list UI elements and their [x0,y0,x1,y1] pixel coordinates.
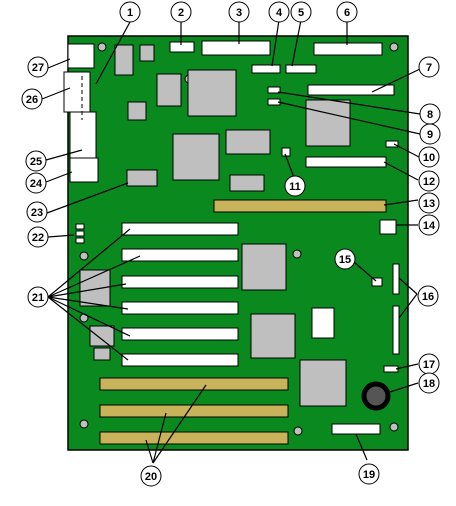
pci-slots [121,222,239,367]
leader-lines [41,19,421,464]
svg-text:10: 10 [423,152,435,164]
callout-15: 15 [334,248,356,270]
svg-text:7: 7 [426,62,432,74]
svg-text:16: 16 [422,291,434,303]
callout-13: 13 [418,192,440,214]
svg-text:4: 4 [276,7,283,19]
callout-23: 23 [26,201,48,223]
callout-17: 17 [418,353,440,375]
isa-slots [99,377,289,445]
svg-text:9: 9 [427,129,433,141]
callout-26: 26 [21,88,43,110]
svg-text:17: 17 [423,359,435,371]
vertical-connectors [392,263,400,355]
svg-text:6: 6 [344,7,350,19]
svg-text:19: 19 [363,469,375,481]
callout-7: 7 [418,56,440,78]
svg-text:3: 3 [236,7,242,19]
callout-10: 10 [418,146,440,168]
callout-27: 27 [27,56,49,78]
svg-text:27: 27 [32,62,44,74]
svg-text:25: 25 [30,156,42,168]
svg-text:13: 13 [423,198,435,210]
callout-11: 11 [284,175,306,197]
svg-text:8: 8 [427,109,433,121]
callout-5: 5 [290,1,312,23]
callout-19: 19 [358,463,380,485]
callout-9: 9 [419,123,441,145]
mounting-holes [79,42,399,436]
callout-16: 16 [417,285,439,307]
callout-24: 24 [25,172,47,194]
svg-text:20: 20 [145,471,157,483]
callout-4: 4 [268,1,290,23]
callout-21: 21 [27,286,49,308]
callout-20: 20 [140,465,162,487]
svg-text:11: 11 [289,181,301,193]
svg-text:14: 14 [423,220,436,232]
callout-6: 6 [336,1,358,23]
callout-18: 18 [418,372,440,394]
chips [79,44,351,407]
agp-slot [213,199,387,213]
left-edge-connectors [63,43,99,183]
svg-text:22: 22 [32,232,44,244]
svg-text:26: 26 [26,94,38,106]
callout-25: 25 [25,150,47,172]
callout-14: 14 [418,214,440,236]
callout-22: 22 [27,226,49,248]
svg-text:1: 1 [127,7,133,19]
callout-2: 2 [170,1,192,23]
white-module [311,307,335,339]
callouts: 1 2 3 4 5 6 7 8 9 10 11 12 13 14 15 16 1… [21,1,441,487]
callout-3: 3 [228,1,250,23]
callout-12: 12 [418,170,440,192]
svg-text:24: 24 [30,178,43,190]
svg-text:2: 2 [178,7,184,19]
svg-text:23: 23 [31,207,43,219]
svg-text:18: 18 [423,378,435,390]
callout-1: 1 [119,1,141,23]
svg-text:15: 15 [339,254,351,266]
svg-text:12: 12 [423,176,435,188]
callout-8: 8 [419,103,441,125]
svg-text:5: 5 [298,7,304,19]
svg-text:21: 21 [32,292,44,304]
